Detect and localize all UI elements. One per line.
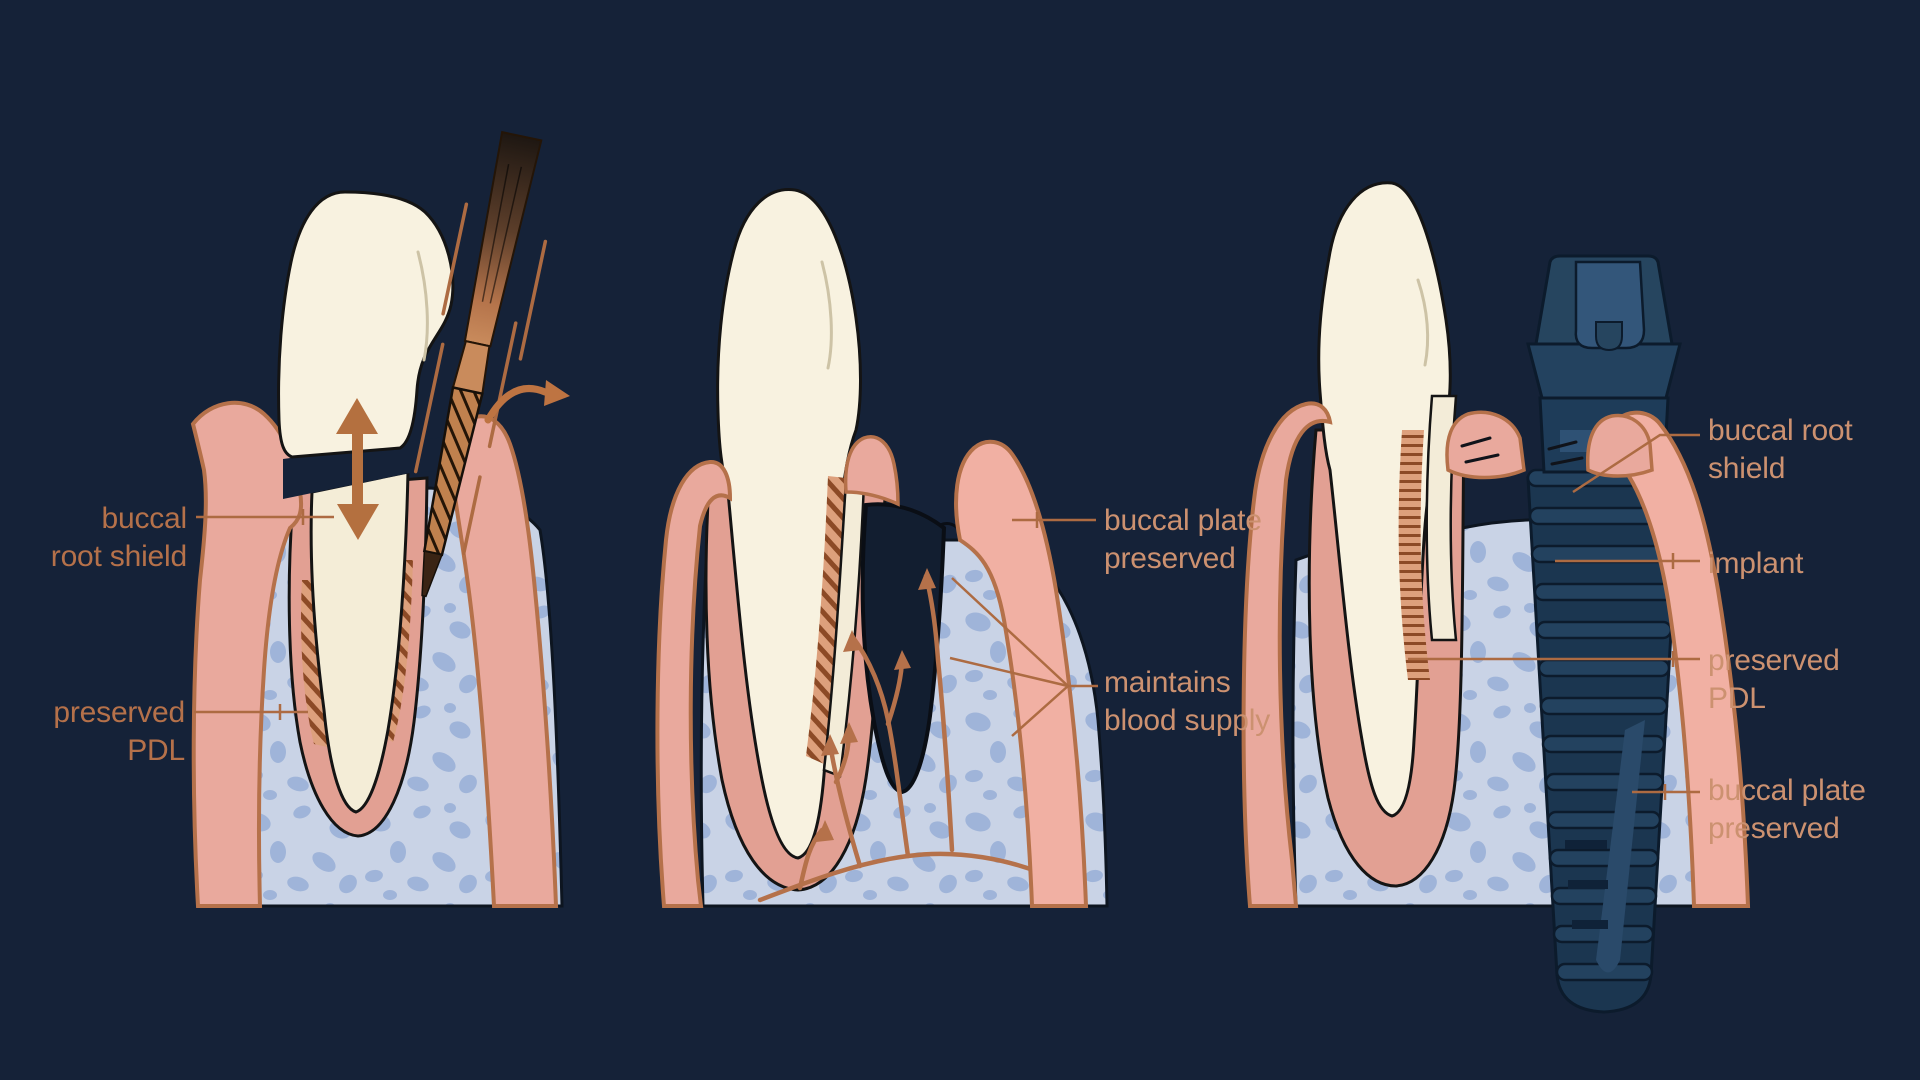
section-gap-p1 xyxy=(283,436,452,499)
tooth-crown-p1 xyxy=(277,190,455,459)
thread-ridge xyxy=(1544,772,1665,792)
gum-collar-right-p3 xyxy=(1585,413,1654,478)
pdl-hatch-p3 xyxy=(1398,430,1430,680)
implant-abutment-face xyxy=(1574,260,1646,350)
crown-highlight-p3 xyxy=(1416,278,1430,367)
crown-highlight-p1 xyxy=(416,250,429,362)
label-p3-implant: implant xyxy=(1708,547,1804,580)
tool-ferrule xyxy=(451,339,491,395)
vessel-branch xyxy=(827,741,863,869)
leader-fan xyxy=(951,577,1069,687)
panel-implant xyxy=(1241,181,1751,1014)
gum-ridge-mid-p2 xyxy=(843,435,900,507)
implant-slot xyxy=(1568,880,1608,889)
thread-ridge xyxy=(1535,620,1673,640)
gum-wall-left-p2 xyxy=(655,460,733,908)
motion-lines-icon xyxy=(413,202,548,556)
periotome-tool xyxy=(413,130,548,598)
thread-ridge xyxy=(1548,848,1660,868)
implant-slot xyxy=(1565,840,1607,849)
implant-abutment-notch xyxy=(1595,321,1623,352)
leader-lines-p2 xyxy=(949,512,1098,737)
label-p3-preserved-pdl: preserved PDL xyxy=(1708,644,1840,715)
implant-flange xyxy=(1526,342,1682,400)
label-p1-buccal-root-shield: buccal root shield xyxy=(50,502,187,573)
thread-ridge xyxy=(1533,582,1676,602)
label-p3-buccal-root-shield: buccal root shield xyxy=(1708,414,1853,485)
gum-wall-left-p3 xyxy=(1241,401,1333,908)
vessel-branch xyxy=(797,827,825,891)
leader-fan xyxy=(949,656,1069,688)
panel-extraction xyxy=(190,130,570,908)
leader-lines-p3 xyxy=(1408,433,1700,800)
tool-tip xyxy=(421,550,443,598)
curved-arrow-icon xyxy=(484,380,570,424)
thread-ridge xyxy=(1546,810,1662,830)
implant-flute xyxy=(1596,720,1645,973)
gum-collar-left-p3 xyxy=(1445,410,1526,480)
label-p2-blood-supply: maintains blood supply xyxy=(1104,666,1271,737)
thread-ridge xyxy=(1539,696,1669,716)
tool-shaft-line xyxy=(489,166,523,304)
tool-shaft-line xyxy=(481,164,510,302)
thread-ridge xyxy=(1537,658,1671,678)
leader-fan xyxy=(1011,685,1069,737)
vessel-arrowheads-icon xyxy=(816,568,936,842)
panel-socket xyxy=(655,188,1109,908)
label-p1-preserved-pdl: preserved PDL xyxy=(53,696,185,767)
suture-marks-icon xyxy=(1460,436,1584,466)
label-p3-buccal-plate: buccal plate preserved xyxy=(1708,774,1866,845)
buccal-plate-p3 xyxy=(1602,410,1751,908)
leader-buccal-root-shield xyxy=(1572,433,1700,494)
label-p2-buccal-plate: buccal plate preserved xyxy=(1104,504,1262,575)
implant-slot xyxy=(1572,920,1608,929)
crown-highlight-p2 xyxy=(820,260,833,370)
tooth-root-p1 xyxy=(309,470,410,814)
thread-ridge xyxy=(1530,544,1677,564)
thread-ridge xyxy=(1541,734,1666,754)
pdl-hatch-p2 xyxy=(806,476,846,764)
leader-lines-p1 xyxy=(194,509,334,720)
double-arrow-icon xyxy=(336,398,379,540)
vessel-branch xyxy=(923,573,955,853)
